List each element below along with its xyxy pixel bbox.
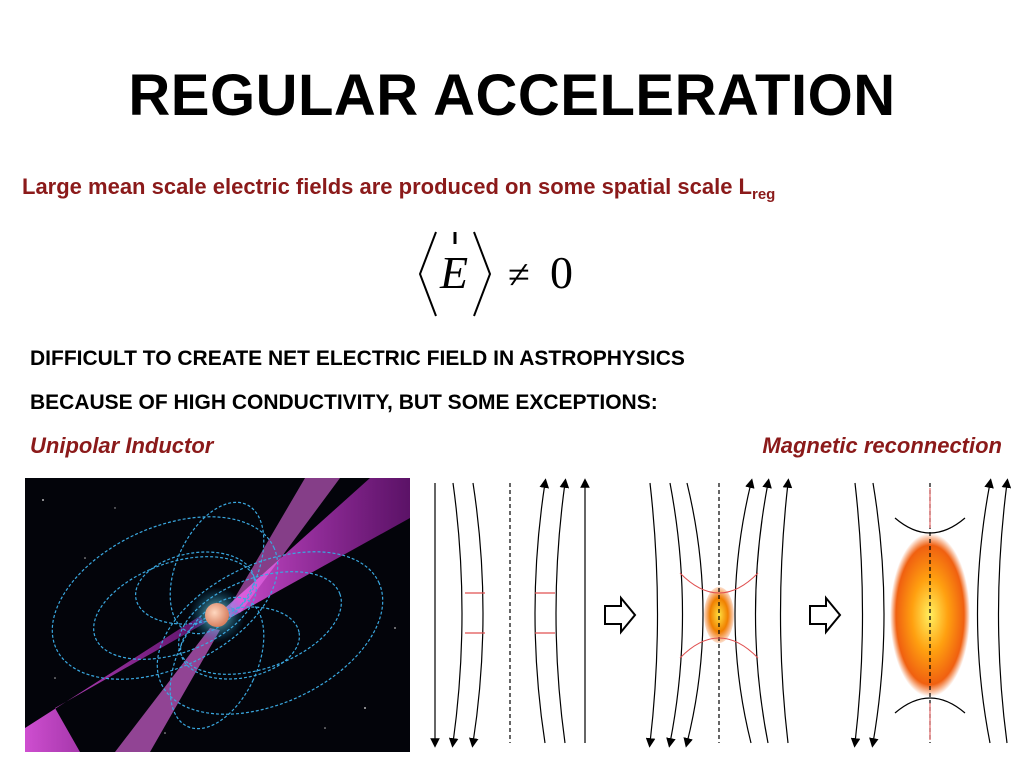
formula-variable: E xyxy=(439,247,468,298)
formula-relation: ≠ xyxy=(508,252,530,297)
jet-lower xyxy=(25,616,220,752)
subtitle: Large mean scale electric fields are pro… xyxy=(22,174,1022,203)
label-magnetic-reconnection: Magnetic reconnection xyxy=(762,433,1002,458)
label-unipolar-inductor: Unipolar Inductor xyxy=(30,433,214,458)
subtitle-subscript: reg xyxy=(751,186,776,203)
neutron-star xyxy=(205,603,229,627)
slide-title: REGULAR ACCELERATION xyxy=(128,63,896,128)
pulsar-image xyxy=(25,478,410,752)
body-line-2: BECAUSE OF HIGH CONDUCTIVITY, BUT SOME E… xyxy=(30,391,658,414)
reconnection-stage-3 xyxy=(850,478,1012,748)
subtitle-text: Large mean scale electric fields are pro… xyxy=(22,174,752,199)
formula-value: 0 xyxy=(550,247,573,298)
stage-arrow-1 xyxy=(604,595,637,635)
magnetic-field-lines xyxy=(51,501,384,730)
stage-arrow-2 xyxy=(809,595,842,635)
body-line-1: DIFFICULT TO CREATE NET ELECTRIC FIELD I… xyxy=(30,347,685,370)
stars-background xyxy=(42,499,396,734)
reconnection-diagram xyxy=(430,478,1012,748)
jet-upper xyxy=(225,478,410,618)
formula: E ≠ 0 xyxy=(418,231,573,317)
reconnection-stage-2 xyxy=(645,478,793,748)
reconnection-stage-1 xyxy=(430,478,590,748)
